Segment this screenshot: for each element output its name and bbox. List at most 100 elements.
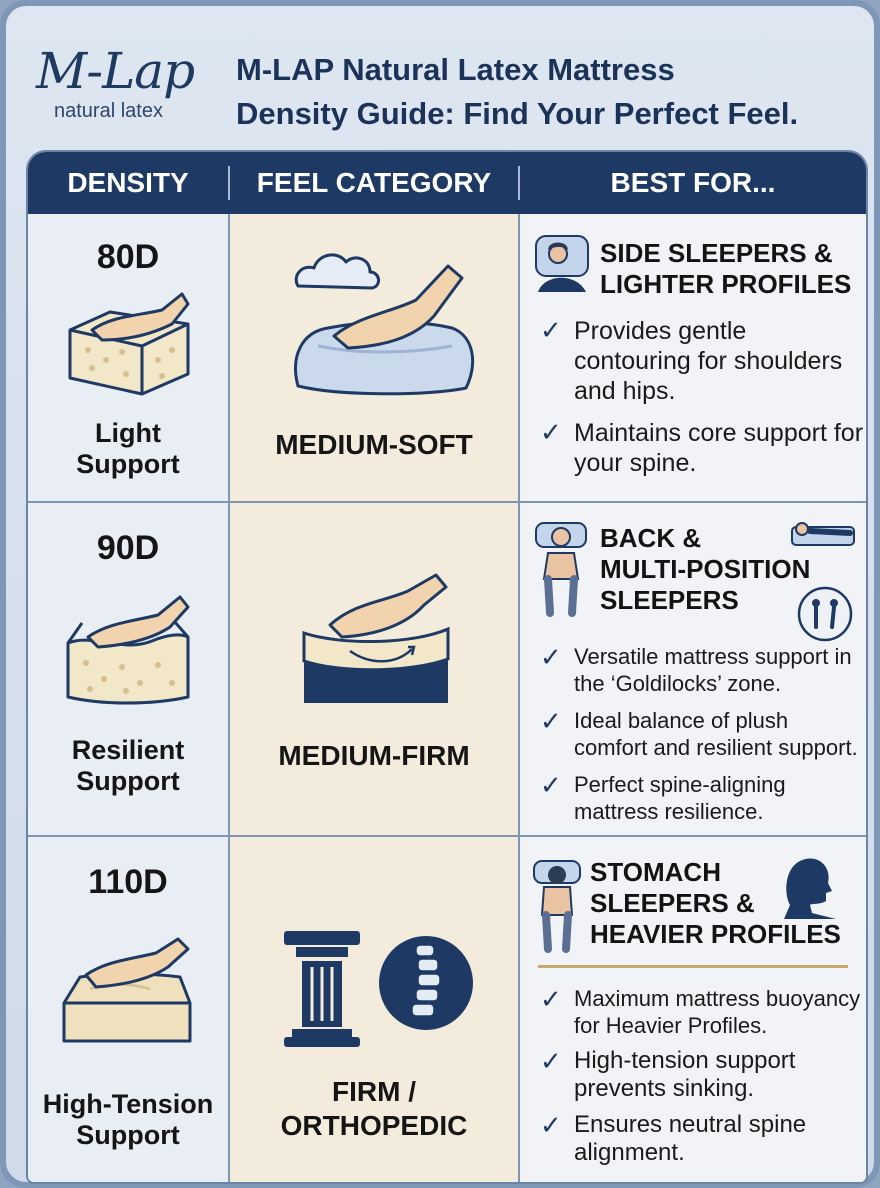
check-icon: ✓ — [540, 1047, 562, 1077]
best-for-cell: BACK & MULTI-POSITION SLEEPERS ✓ Versati… — [520, 503, 866, 835]
check-icon: ✓ — [540, 985, 562, 1015]
support-line-2: Support — [76, 766, 180, 796]
bullet-item: ✓ High-tension support prevents sinking. — [540, 1047, 866, 1103]
check-icon: ✓ — [540, 707, 562, 737]
bullet-text: High-tension support prevents sinking. — [574, 1047, 796, 1102]
best-for-title: BACK & MULTI-POSITION SLEEPERS — [600, 523, 810, 616]
bullet-text: Provides gentle contouring for shoulders… — [574, 317, 843, 405]
bullet-text: Maximum mattress buoyancy for Heavier Pr… — [574, 986, 861, 1038]
multi-position-icon — [797, 586, 853, 642]
stomach-sleeper-icon — [533, 860, 581, 953]
brand-logo: M-Lap natural latex — [30, 42, 210, 132]
check-icon: ✓ — [540, 1111, 562, 1141]
header-density: DENSITY — [67, 167, 189, 198]
best-for-title: SIDE SLEEPERS & LIGHTER PROFILES — [600, 238, 851, 300]
feel-category-label: MEDIUM-FIRM — [230, 739, 518, 773]
density-value: 90D — [96, 529, 160, 567]
best-for-title-line: BACK & — [600, 523, 702, 553]
table-row-80d: 80D Light Support — [28, 214, 866, 501]
resilient-latex-block-icon — [66, 595, 190, 705]
pillow-cloud-icon — [294, 253, 475, 396]
side-sleeper-icon — [535, 235, 589, 292]
best-for-title-line: LIGHTER PROFILES — [600, 269, 852, 299]
logo-script: M-Lap — [36, 42, 195, 100]
bullet-item: ✓ Ensures neutral spine alignment. — [540, 1111, 866, 1167]
support-label: High-Tension Support — [28, 1089, 228, 1151]
pillar-icon — [284, 931, 360, 1047]
bullet-item: ✓ Maximum mattress buoyancy for Heavier … — [540, 985, 866, 1039]
column-divider — [228, 837, 230, 1182]
feel-cell: MEDIUM-FIRM — [230, 503, 518, 835]
bullet-item: ✓ Maintains core support for your spine. — [540, 418, 866, 478]
header-feel-category: FEEL CATEGORY — [256, 167, 492, 198]
header-separator — [228, 166, 230, 200]
bullet-list: ✓ Versatile mattress support in the ‘Gol… — [540, 643, 866, 825]
bullet-text: Versatile mattress support in the ‘Goldi… — [574, 644, 852, 696]
best-for-title: STOMACH SLEEPERS & HEAVIER PROFILES — [590, 857, 841, 950]
column-divider — [518, 837, 520, 1182]
title-line-1: M-LAP Natural Latex Mattress — [236, 52, 675, 87]
bullet-list: ✓ Maximum mattress buoyancy for Heavier … — [540, 985, 866, 1167]
feel-cell: MEDIUM-SOFT — [230, 214, 518, 501]
support-line-2: Support — [76, 1120, 180, 1150]
bullet-item: ✓ Versatile mattress support in the ‘Gol… — [540, 643, 866, 697]
density-cell: 110D High-Tension Support — [28, 837, 228, 1182]
density-cell: 90D Resilient Support — [28, 503, 228, 835]
page-title: M-LAP Natural Latex Mattress Density Gui… — [236, 48, 876, 136]
support-line-1: High-Tension — [42, 1089, 214, 1119]
best-for-title-line: SLEEPERS — [600, 585, 739, 615]
table-row-110d: 110D High-Tension Support — [28, 837, 866, 1182]
gold-divider — [538, 965, 848, 968]
spine-icon — [379, 936, 473, 1030]
bullet-text: Ideal balance of plush comfort and resil… — [574, 708, 858, 760]
feel-category-label: FIRM / ORTHOPEDIC — [230, 1075, 518, 1143]
soft-latex-block-icon — [68, 292, 190, 396]
support-line-1: Resilient — [71, 735, 185, 765]
bullet-text: Perfect spine-aligning mattress resilien… — [574, 772, 786, 824]
support-label: Resilient Support — [28, 735, 228, 797]
logo-subtitle: natural latex — [54, 100, 163, 122]
feel-line-1: FIRM / — [332, 1076, 416, 1107]
header-separator — [518, 166, 520, 200]
check-icon: ✓ — [540, 643, 562, 673]
bullet-text: Ensures neutral spine alignment. — [574, 1111, 807, 1166]
check-icon: ✓ — [540, 418, 562, 448]
support-label: Light Support — [28, 418, 228, 480]
lying-person-icon — [791, 522, 855, 546]
check-icon: ✓ — [540, 316, 562, 346]
bullet-list: ✓ Provides gentle contouring for shoulde… — [540, 316, 866, 478]
back-sleeper-icon — [535, 522, 587, 617]
feel-line-2: ORTHOPEDIC — [280, 1110, 468, 1141]
best-for-cell: SIDE SLEEPERS & LIGHTER PROFILES ✓ Provi… — [520, 214, 866, 501]
feel-category-label: MEDIUM-SOFT — [230, 428, 518, 462]
feel-line-1: MEDIUM-SOFT — [275, 429, 473, 460]
support-line-2: Support — [76, 449, 180, 479]
press-foam-icon — [302, 573, 450, 703]
row-divider — [28, 501, 866, 503]
best-for-title-line: MULTI-POSITION — [600, 554, 811, 584]
best-for-title-line: SLEEPERS & — [590, 888, 755, 918]
best-for-cell: STOMACH SLEEPERS & HEAVIER PROFILES ✓ Ma… — [520, 837, 866, 1182]
firm-latex-block-icon — [62, 937, 192, 1043]
column-divider — [518, 503, 520, 835]
bullet-item: ✓ Provides gentle contouring for shoulde… — [540, 316, 866, 406]
best-for-title-line: HEAVIER PROFILES — [590, 919, 841, 949]
header-best-for: BEST FOR... — [610, 167, 776, 198]
column-divider — [518, 214, 520, 501]
bullet-text: Maintains core support for your spine. — [574, 419, 864, 477]
title-line-2: Density Guide: Find Your Perfect Feel. — [236, 96, 799, 131]
density-value: 80D — [96, 238, 160, 276]
table-header: DENSITY FEEL CATEGORY BEST FOR... — [28, 152, 866, 214]
column-divider — [228, 214, 230, 501]
heavier-profile-head-icon — [784, 858, 836, 919]
bullet-item: ✓ Perfect spine-aligning mattress resili… — [540, 771, 866, 825]
density-cell: 80D Light Support — [28, 214, 228, 501]
feel-line-1: MEDIUM-FIRM — [278, 740, 470, 771]
check-icon: ✓ — [540, 771, 562, 801]
density-table: DENSITY FEEL CATEGORY BEST FOR... 80D Li… — [28, 152, 866, 1182]
bullet-item: ✓ Ideal balance of plush comfort and res… — [540, 707, 866, 761]
row-divider — [28, 835, 866, 837]
feel-cell: FIRM / ORTHOPEDIC — [230, 837, 518, 1182]
table-row-90d: 90D Resilient Support — [28, 503, 866, 835]
